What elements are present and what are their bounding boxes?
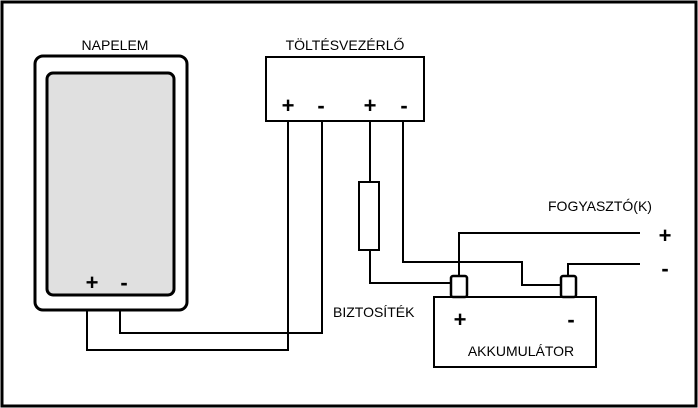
wire-panel-minus (119, 121, 323, 334)
panel-label: NAPELEM (82, 37, 149, 53)
panel-minus-sign: - (120, 270, 127, 295)
charge-controller-box (265, 56, 425, 122)
wire-panel-plus (86, 121, 289, 351)
solar-panel (33, 54, 189, 312)
load-label: FOGYASZTÓ(K) (548, 198, 652, 214)
load-minus-sign: - (661, 256, 668, 281)
panel-plus-sign: + (86, 270, 99, 295)
battery-body (433, 296, 597, 368)
fuse-label: BIZTOSÍTÉK (333, 304, 415, 320)
wire-controller-plus-lower (369, 250, 452, 284)
controller-battery-plus-sign: + (364, 93, 377, 118)
controller-panel-plus-sign: + (282, 93, 295, 118)
battery-plus-sign: + (454, 307, 467, 332)
wire-load-plus (458, 232, 640, 276)
controller-battery-minus-sign: - (400, 93, 407, 118)
fuse-symbol (358, 181, 380, 251)
battery-minus-terminal (559, 274, 578, 299)
wire-load-minus (567, 263, 640, 276)
solar-panel-cell (45, 71, 176, 297)
load-plus-sign: + (659, 223, 672, 248)
controller-panel-minus-sign: - (317, 93, 324, 118)
battery-label: AKKUMULÁTOR (468, 343, 574, 359)
battery-plus-terminal (449, 274, 469, 299)
wire-controller-minus (402, 121, 562, 286)
controller-label: TÖLTÉSVEZÉRLŐ (286, 36, 405, 53)
battery-minus-sign: - (567, 307, 574, 332)
